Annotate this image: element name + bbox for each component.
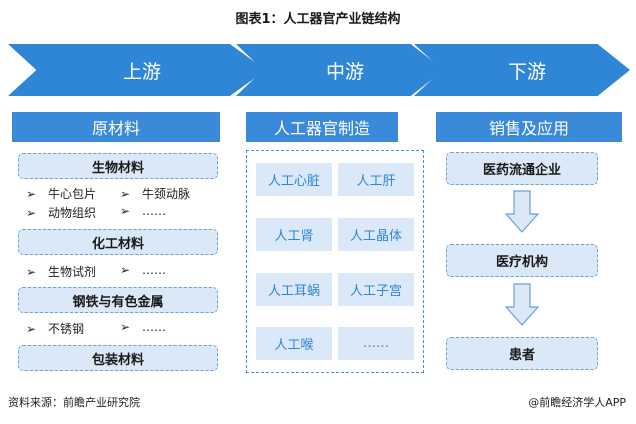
upstream-header: 原材料	[12, 112, 220, 142]
list-item: ➢牛颈动脉	[120, 187, 191, 201]
stage-midstream: 中游	[236, 44, 444, 96]
organ-item: 人工肝	[338, 163, 414, 196]
list-item: ➢……	[120, 204, 166, 218]
flow-patients: 患者	[446, 337, 598, 370]
organ-item: 人工晶体	[338, 218, 414, 251]
source-note: 资料来源：前瞻产业研究院	[8, 396, 140, 409]
list-item: ➢……	[120, 263, 166, 277]
down-arrow-icon	[505, 283, 539, 326]
list-item: ➢牛心包片	[26, 187, 97, 201]
group-bio-materials: 生物材料	[18, 153, 218, 179]
stage-downstream: 下游	[414, 44, 630, 96]
organ-item: 人工子宫	[338, 273, 414, 306]
stage-upstream: 上游	[8, 44, 266, 96]
arrow-bullet-icon: ➢	[120, 263, 131, 277]
chart-title: 图表1：人工器官产业链结构	[235, 12, 401, 27]
group-packaging-materials: 包装材料	[18, 345, 218, 371]
organ-item: 人工耳蜗	[256, 273, 332, 306]
arrow-bullet-icon: ➢	[26, 206, 37, 220]
arrow-bullet-icon: ➢	[120, 320, 131, 334]
stage-midstream-label: 中游	[325, 60, 364, 83]
midstream-box	[246, 150, 424, 373]
downstream-header: 销售及应用	[436, 112, 622, 142]
group-steel-metals: 钢铁与有色金属	[18, 287, 218, 313]
down-arrow-icon	[505, 190, 539, 233]
midstream-header: 人工器官制造	[246, 112, 398, 142]
arrow-bullet-icon: ➢	[120, 187, 131, 201]
arrow-bullet-icon: ➢	[26, 265, 37, 279]
arrow-bullet-icon: ➢	[26, 322, 37, 336]
stage-upstream-label: 上游	[122, 60, 161, 83]
flow-distribution-enterprises: 医药流通企业	[446, 152, 598, 185]
list-item: ➢不锈钢	[26, 322, 85, 336]
group-chemical-materials: 化工材料	[18, 229, 218, 255]
organ-item: 人工肾	[256, 218, 332, 251]
organ-item: 人工心脏	[256, 163, 332, 196]
list-item: ➢动物组织	[26, 206, 97, 220]
flow-medical-institutions: 医疗机构	[446, 244, 598, 277]
organ-item: ……	[338, 327, 414, 360]
arrow-bullet-icon: ➢	[120, 204, 131, 218]
list-item: ➢……	[120, 320, 166, 334]
stage-downstream-label: 下游	[507, 60, 546, 83]
organ-item: 人工喉	[256, 327, 332, 360]
list-item: ➢生物试剂	[26, 265, 97, 279]
brand-note: @前瞻经济学人APP	[528, 396, 626, 409]
arrow-bullet-icon: ➢	[26, 187, 37, 201]
